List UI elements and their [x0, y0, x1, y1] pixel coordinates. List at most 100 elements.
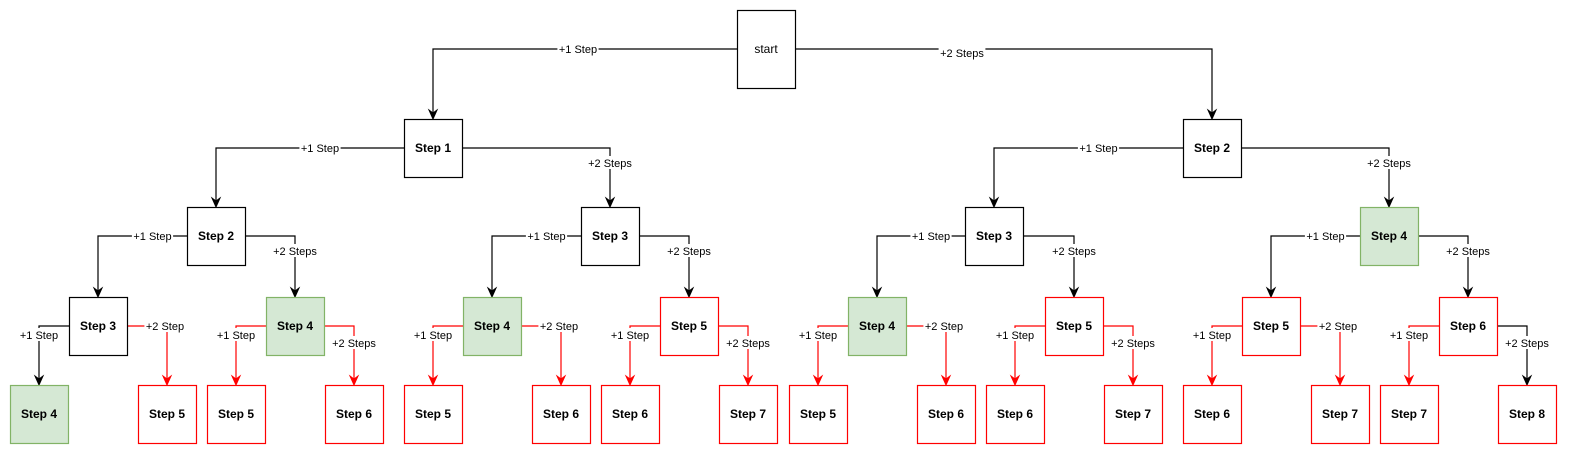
edge-n9-n19 [427, 325, 463, 387]
edge-label: +1 Step [559, 44, 597, 56]
edge-n14-n30 [1497, 325, 1533, 387]
edge-label-bg [923, 319, 965, 332]
edge-n10-n21 [624, 325, 660, 387]
edge-label: +1 Step [1193, 330, 1231, 342]
edge-label: +2 Steps [588, 158, 632, 170]
arrowhead-icon [427, 108, 439, 121]
edge-n0-n2 [795, 48, 1218, 121]
node-box-default [403, 118, 464, 179]
node-n9: Step 4 [462, 296, 523, 357]
node-label: Step 5 [415, 407, 451, 421]
arrowhead-icon [1383, 196, 1395, 209]
arrowhead-icon [33, 374, 45, 387]
node-label: Step 6 [928, 407, 964, 421]
node-box-red [1241, 296, 1302, 357]
edge-label-bg [215, 328, 257, 341]
node-label: Step 7 [730, 407, 766, 421]
arrowhead-icon [555, 374, 567, 387]
edge-label: +1 Step [996, 330, 1034, 342]
edge-label: +2 Steps [667, 246, 711, 258]
edge-label: +1 Step [527, 231, 565, 243]
edge-label: +2 Step [540, 321, 578, 333]
edge-line [639, 235, 690, 291]
node-box-red [916, 384, 977, 445]
node-n26: Step 7 [1103, 384, 1164, 445]
edge-label: +2 Steps [1111, 338, 1155, 350]
node-n6: Step 4 [1359, 206, 1420, 267]
node-box-green [265, 296, 326, 357]
edge-label: +1 Step [217, 330, 255, 342]
arrowhead-icon [210, 196, 222, 209]
edge-label: +2 Step [925, 321, 963, 333]
edge-label: +1 Step [414, 330, 452, 342]
edge-label-bg [938, 46, 986, 59]
edge-label-bg [1365, 156, 1413, 169]
node-label: Step 4 [474, 319, 510, 333]
node-box-red [531, 384, 592, 445]
node-box-green [1359, 206, 1420, 267]
node-box-green [9, 384, 70, 445]
edge-n2-n6 [1241, 147, 1395, 209]
edge-line [1014, 325, 1045, 379]
node-n14: Step 6 [1438, 296, 1499, 357]
edge-line [1497, 325, 1528, 379]
node-n20: Step 6 [531, 384, 592, 445]
edge-label: +2 Steps [726, 338, 770, 350]
edge-label: +2 Steps [940, 48, 984, 60]
node-label: Step 4 [1371, 229, 1407, 243]
node-n3: Step 2 [186, 206, 247, 267]
arrowhead-icon [230, 374, 242, 387]
edge-n13-n28 [1300, 325, 1346, 387]
node-label: Step 4 [21, 407, 57, 421]
edge-label: +2 Step [146, 321, 184, 333]
node-n13: Step 5 [1241, 296, 1302, 357]
arrowhead-icon [1068, 286, 1080, 299]
edge-label: +1 Step [20, 330, 58, 342]
node-label: Step 3 [592, 229, 628, 243]
node-label: Step 6 [1194, 407, 1230, 421]
edge-n4-n10 [639, 235, 695, 299]
node-label: Step 5 [149, 407, 185, 421]
edge-line [491, 235, 581, 291]
node-label: Step 6 [543, 407, 579, 421]
edge-label-bg [538, 319, 580, 332]
edge-line [993, 147, 1183, 201]
edge-line [1300, 325, 1341, 379]
edge-n4-n9 [486, 235, 581, 299]
node-label: Step 7 [1115, 407, 1151, 421]
node-n2: Step 2 [1182, 118, 1243, 179]
arrowhead-icon [1009, 374, 1021, 387]
arrowhead-icon [871, 286, 883, 299]
edge-label-bg [557, 42, 599, 55]
edge-line [906, 325, 947, 379]
arrowhead-icon [1521, 374, 1533, 387]
node-box-red [1044, 296, 1105, 357]
edge-line [795, 48, 1213, 113]
node-n25: Step 6 [985, 384, 1046, 445]
arrowhead-icon [604, 196, 616, 209]
node-box-red [1103, 384, 1164, 445]
node-label: Step 7 [1322, 407, 1358, 421]
node-n30: Step 8 [1497, 384, 1558, 445]
edge-label-bg [299, 141, 341, 154]
edge-label: +2 Steps [1367, 158, 1411, 170]
edge-line [432, 325, 463, 379]
node-box-red [1497, 384, 1558, 445]
edge-n7-n15 [33, 325, 69, 387]
edge-label-bg [665, 244, 713, 257]
node-box-red [718, 384, 779, 445]
edge-label-bg [994, 328, 1036, 341]
arrowhead-icon [1403, 374, 1415, 387]
node-n10: Step 5 [659, 296, 720, 357]
edge-label: +2 Steps [332, 338, 376, 350]
edge-label-bg [1109, 336, 1157, 349]
node-box-default [964, 206, 1025, 267]
node-label: Step 6 [612, 407, 648, 421]
edge-n6-n14 [1418, 235, 1474, 299]
edge-line [876, 235, 965, 291]
edge-label-bg [910, 229, 952, 242]
node-box-default [736, 9, 797, 90]
edge-label-bg [1388, 328, 1430, 341]
node-box-default [68, 296, 129, 357]
edge-label-bg [271, 244, 319, 257]
